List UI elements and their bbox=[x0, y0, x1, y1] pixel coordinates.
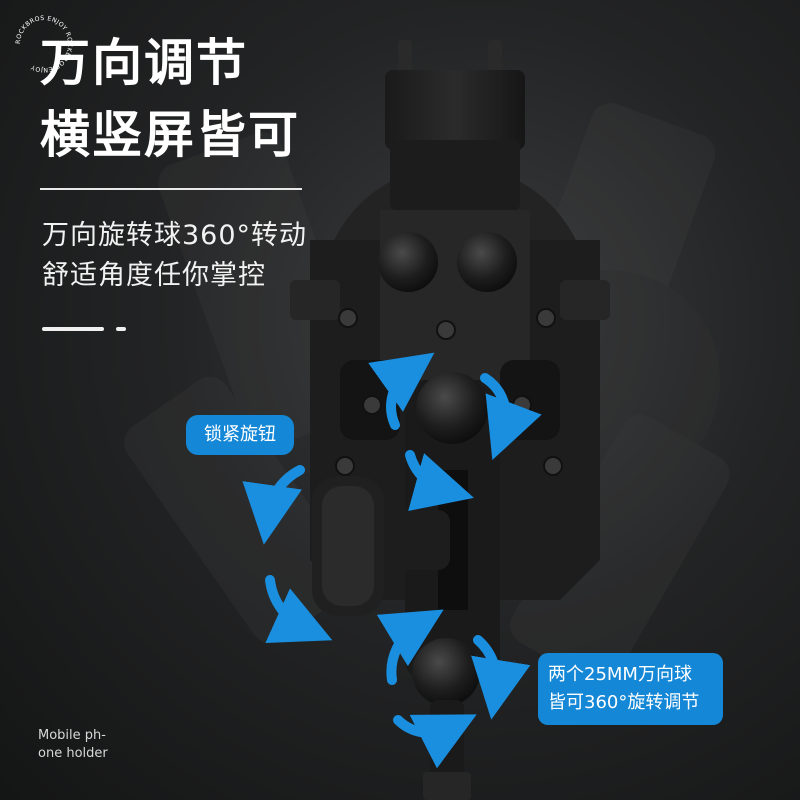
headline-line-1: 万向调节 bbox=[40, 34, 248, 92]
lower-ball-joint bbox=[412, 638, 480, 706]
product-caption: Mobile ph- one holder bbox=[38, 727, 108, 763]
caption-line-1: Mobile ph- bbox=[38, 728, 106, 743]
caption-line-2: one holder bbox=[38, 746, 108, 761]
ball-joint-label-line-1: 两个25MM万向球 bbox=[548, 664, 692, 685]
rotate-arrow-icon bbox=[242, 352, 542, 769]
ball-joint-label: 两个25MM万向球 皆可360°旋转调节 bbox=[538, 653, 723, 725]
top-clamp bbox=[385, 40, 525, 210]
top-knob-left bbox=[378, 232, 438, 292]
ball-joint-label-line-2: 皆可360°旋转调节 bbox=[548, 692, 700, 713]
decor-dash-long bbox=[42, 327, 104, 331]
decor-dash-short bbox=[116, 327, 126, 331]
lock-knob-label: 锁紧旋钮 bbox=[186, 415, 294, 455]
headline-divider bbox=[40, 188, 302, 190]
brand-logo-icon: ROCKBROS ENJOY ROCKBROS ENJOY bbox=[15, 15, 73, 73]
top-knob-right bbox=[457, 232, 517, 292]
subtitle-line-2: 舒适角度任你掌控 bbox=[42, 260, 266, 291]
upper-ball-joint bbox=[416, 372, 488, 444]
lock-knob bbox=[312, 476, 450, 616]
subtitle-line-1: 万向旋转球360°转动 bbox=[42, 220, 308, 251]
headline-line-2: 横竖屏皆可 bbox=[40, 106, 300, 164]
